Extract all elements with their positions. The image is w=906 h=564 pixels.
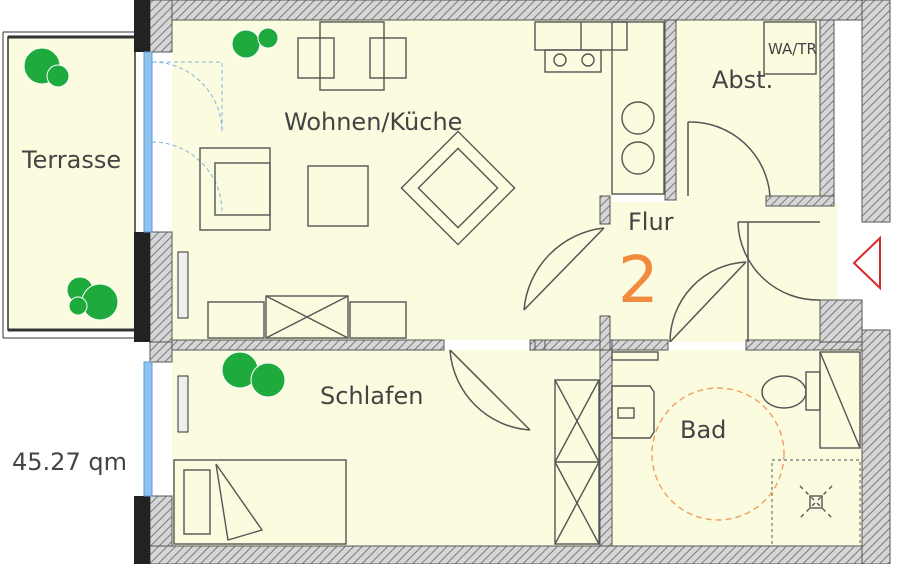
wall-flur-right bbox=[819, 299, 863, 343]
wall-bottom bbox=[149, 545, 891, 564]
floor-kitchen bbox=[535, 20, 665, 195]
plants bbox=[23, 27, 286, 398]
sink-icon bbox=[621, 101, 655, 135]
room-label-flur: Flur bbox=[628, 208, 674, 236]
door-flur-abst bbox=[687, 121, 771, 197]
plant-icon bbox=[66, 276, 119, 321]
wall-right-lower bbox=[861, 329, 891, 564]
door-wohnen-schlafen bbox=[449, 349, 531, 431]
armchair-rotated bbox=[400, 130, 516, 246]
wall-left-mid bbox=[149, 231, 173, 343]
room-label-bad: Bad bbox=[680, 416, 726, 444]
floor-abst bbox=[676, 20, 820, 202]
room-label-wohnen: Wohnen/Küche bbox=[284, 108, 462, 136]
window-schlafen bbox=[143, 361, 153, 497]
furniture-bad bbox=[611, 351, 861, 547]
wall-left-lower bbox=[149, 341, 173, 363]
window-wohnen bbox=[143, 51, 153, 233]
wall-wohnen-schlafen-a bbox=[171, 339, 445, 351]
area-label: 45.27 qm bbox=[12, 448, 127, 476]
wall-bad-top-b bbox=[745, 339, 863, 351]
shower-drain-icon bbox=[799, 485, 833, 519]
room-label-schlafen: Schlafen bbox=[320, 382, 423, 410]
plant-icon bbox=[231, 27, 279, 59]
bed bbox=[173, 459, 347, 545]
floor-areas bbox=[2, 20, 862, 546]
wall-top bbox=[149, 0, 891, 21]
walls bbox=[149, 0, 891, 564]
outer-wall-strip-top bbox=[134, 0, 150, 52]
kitchen-unit bbox=[534, 21, 665, 195]
unit-number: 2 bbox=[618, 244, 659, 318]
wall-abst-right bbox=[819, 19, 835, 203]
furniture-wohnen bbox=[199, 21, 516, 339]
outer-wall-strip-bottom bbox=[134, 496, 150, 564]
turning-circle bbox=[651, 387, 785, 521]
door-flur-wohnen bbox=[523, 227, 605, 311]
floor-flur bbox=[608, 202, 838, 342]
room-label-terrasse: Terrasse bbox=[21, 146, 121, 174]
entrance-arrow-icon bbox=[852, 235, 881, 291]
outer-wall-strip-mid bbox=[134, 232, 150, 342]
door-flur-bad bbox=[669, 261, 747, 343]
wall-abst-bottom bbox=[765, 195, 835, 207]
wall-bad-top-a bbox=[611, 339, 669, 351]
windows bbox=[143, 51, 223, 497]
plant-icon bbox=[23, 47, 70, 88]
wall-flur-left-b bbox=[599, 315, 611, 351]
plant-icon bbox=[221, 351, 286, 398]
stove-icon bbox=[544, 49, 602, 73]
wall-left-upper bbox=[149, 0, 173, 53]
wall-flur-left-a bbox=[599, 195, 611, 225]
room-label-abst: Abst. bbox=[712, 66, 773, 94]
coffee-table bbox=[307, 165, 369, 227]
wall-kitchen-left bbox=[534, 339, 546, 351]
bathroom-sink bbox=[611, 385, 655, 439]
wa-tr-label: WA/TR bbox=[768, 40, 817, 58]
furniture-schlafen bbox=[173, 379, 600, 545]
wall-bad-left bbox=[599, 349, 613, 547]
doors bbox=[449, 121, 821, 431]
door-entrance bbox=[737, 221, 821, 342]
wall-kitchen-right bbox=[664, 19, 677, 201]
wall-right-upper bbox=[861, 0, 891, 223]
